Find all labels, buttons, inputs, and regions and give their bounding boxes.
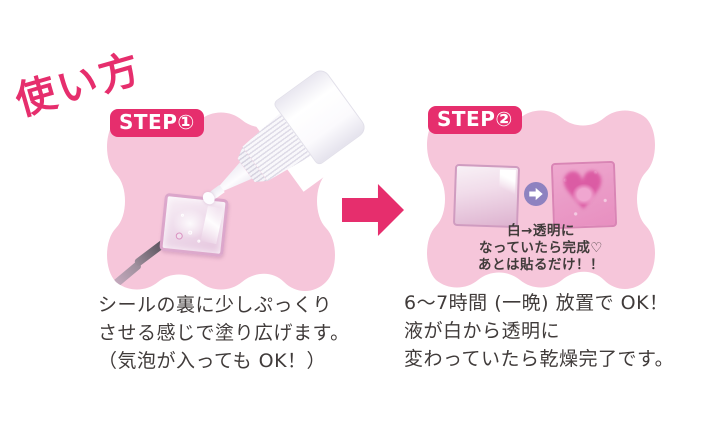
step2-label: STEP② [428,106,522,134]
step2-caption-line: 6～7時間 (一晩) 放置で OK！ [404,292,669,314]
bubble-icon [181,214,184,217]
step1-caption: シールの裏に少しぷっくり させる感じで塗り広げます。 （気泡が入っても OK！） [98,291,350,375]
step2-note-line: 白→透明に [507,223,575,239]
step2-photo-blob: ♥ 白→透明に なっていたら完成♡ あとは貼るだけ！！ [426,104,656,294]
step2-caption-line: 液が白から透明に [404,320,561,342]
step1-label: STEP① [110,109,204,137]
bubble-icon [188,230,192,234]
step2-caption-line: 変わっていたら乾燥完了です。 [404,348,675,370]
step2-note-line: なっていたら完成♡ [479,240,603,256]
bubble-icon [175,232,183,240]
change-arrow-icon [524,182,548,206]
step2-caption: 6～7時間 (一晩) 放置で OK！ 液が白から透明に 変わっていたら乾燥完了で… [404,289,674,373]
step2-note-line: あとは貼るだけ！！ [478,257,604,273]
step1-caption-line: させる感じで塗り広げます。 [98,322,350,344]
next-step-arrow-icon [342,184,404,236]
bubble-icon [197,239,200,242]
step2-note: 白→透明に なっていたら完成♡ あとは貼るだけ！！ [426,223,656,274]
before-square-illustration [453,164,520,228]
step1-caption-line: （気泡が入っても OK！） [98,350,327,372]
step1-caption-line: シールの裏に少しぷっくり [98,294,333,316]
after-square-illustration: ♥ [551,161,617,229]
